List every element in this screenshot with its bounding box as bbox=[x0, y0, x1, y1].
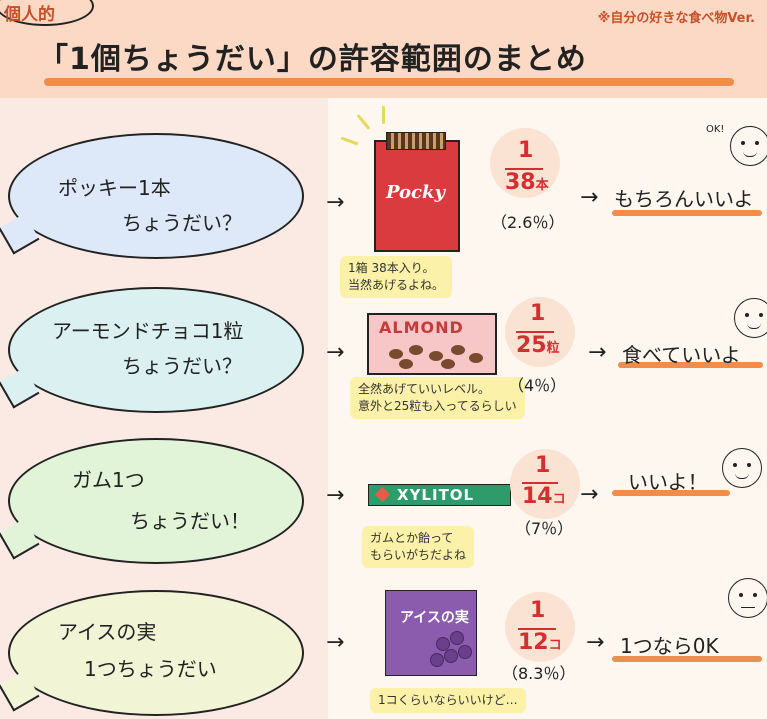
fraction-numerator: 1 bbox=[535, 453, 551, 478]
ok-tag: OK! bbox=[706, 124, 725, 135]
face-icon bbox=[722, 448, 762, 488]
fraction-denominator: 38本 bbox=[505, 170, 549, 195]
pocky-sticks bbox=[386, 132, 446, 150]
fraction-denominator: 12コ bbox=[518, 630, 562, 655]
speech-bubble-pocky bbox=[0, 133, 304, 259]
header: 個人的 ※自分の好きな食べ物Ver. 「1個ちょうだい」の許容範囲のまとめ bbox=[0, 0, 767, 98]
note-ice: 1コくらいならいいけど… bbox=[370, 688, 526, 713]
denominator-unit: コ bbox=[548, 638, 562, 653]
arrow-icon: → bbox=[326, 630, 345, 655]
answer-text: 1つなら0K bbox=[620, 634, 719, 658]
header-badge: 個人的 bbox=[4, 5, 55, 25]
request-line: アイスの実 bbox=[58, 620, 157, 644]
answer-underline bbox=[612, 490, 730, 496]
denominator-unit: 粒 bbox=[546, 341, 560, 356]
face-icon bbox=[730, 126, 767, 166]
arrow-icon: → bbox=[580, 482, 599, 507]
xylitol-pack: XYLITOL bbox=[368, 484, 511, 506]
arrow-icon: → bbox=[586, 630, 605, 655]
speech-bubble-almond bbox=[0, 287, 304, 413]
denominator-unit: 本 bbox=[535, 178, 549, 193]
arrow-icon: → bbox=[326, 483, 345, 508]
ice-logo: アイスの実 bbox=[400, 610, 469, 626]
request-line: ポッキー1本 bbox=[58, 176, 171, 200]
answer-underline bbox=[618, 362, 763, 368]
answer-underline bbox=[612, 210, 762, 216]
speech-bubble-ice bbox=[0, 590, 304, 716]
answer-text: もちろんいいよ bbox=[614, 187, 754, 211]
sparkle-icon bbox=[382, 106, 385, 124]
note-line: 当然あげるよね。 bbox=[348, 278, 445, 292]
face-icon bbox=[728, 578, 767, 618]
fraction-denominator: 25粒 bbox=[516, 333, 560, 358]
fraction-bar bbox=[522, 482, 558, 484]
percent-label: （4％） bbox=[508, 376, 567, 395]
note-line: ガムとか飴って bbox=[370, 531, 454, 545]
sparkle-icon bbox=[340, 136, 359, 146]
fraction-bg bbox=[490, 128, 560, 198]
ice-no-mi-box: アイスの実 bbox=[385, 590, 477, 676]
arrow-icon: → bbox=[326, 340, 345, 365]
arrow-icon: → bbox=[588, 340, 607, 365]
percent-label: （8.3％） bbox=[502, 664, 576, 683]
header-note: ※自分の好きな食べ物Ver. bbox=[597, 11, 755, 26]
request-line: ちょうだい！ bbox=[130, 509, 250, 533]
denominator-unit: コ bbox=[552, 492, 566, 507]
denominator-value: 38 bbox=[505, 170, 536, 195]
request-line: ちょうだい？ bbox=[122, 211, 242, 235]
sparkle-icon bbox=[356, 114, 371, 130]
fraction-numerator: 1 bbox=[518, 138, 534, 163]
almond-box: ALMOND bbox=[367, 313, 497, 375]
fraction-bar bbox=[516, 331, 554, 333]
pocky-box: Pocky bbox=[374, 132, 460, 252]
xylitol-diamond-icon bbox=[374, 486, 391, 503]
fraction-bg bbox=[510, 449, 580, 519]
request-line: アーモンドチョコ1粒 bbox=[52, 319, 244, 343]
percent-label: （7％） bbox=[515, 519, 574, 538]
answer-underline bbox=[612, 656, 762, 662]
denominator-value: 14 bbox=[522, 484, 553, 509]
note-gum: ガムとか飴って もらいがちだよね bbox=[362, 526, 475, 568]
note-almond: 全然あげていいレベル。 意外と25粒も入ってるらしい bbox=[350, 377, 525, 419]
arrow-icon: → bbox=[580, 185, 599, 210]
xylitol-logo: XYLITOL bbox=[397, 486, 475, 504]
fraction-numerator: 1 bbox=[530, 301, 546, 326]
pocky-logo: Pocky bbox=[386, 182, 445, 203]
note-pocky: 1箱 38本入り。 当然あげるよね。 bbox=[340, 256, 453, 298]
request-line: 1つちょうだい bbox=[84, 657, 217, 681]
fraction-bar bbox=[518, 628, 556, 630]
fraction-numerator: 1 bbox=[530, 598, 546, 623]
percent-label: （2.6％） bbox=[491, 213, 565, 232]
answer-text: いいよ！ bbox=[628, 470, 708, 494]
denominator-value: 12 bbox=[518, 630, 549, 655]
note-line: 1箱 38本入り。 bbox=[348, 261, 435, 275]
note-line: 全然あげていいレベル。 bbox=[358, 382, 491, 396]
answer-text: 食べていいよ bbox=[622, 343, 741, 367]
fraction-bar bbox=[505, 168, 543, 170]
speech-bubble-gum bbox=[0, 438, 304, 564]
arrow-icon: → bbox=[326, 190, 345, 215]
face-icon bbox=[734, 298, 767, 338]
almond-logo: ALMOND bbox=[379, 318, 464, 337]
denominator-value: 25 bbox=[516, 333, 547, 358]
fraction-denominator: 14コ bbox=[522, 484, 566, 509]
page-title: 「1個ちょうだい」の許容範囲のまとめ bbox=[38, 42, 587, 77]
title-underline bbox=[44, 78, 734, 86]
request-line: ガム1つ bbox=[72, 468, 145, 492]
note-line: 意外と25粒も入ってるらしい bbox=[358, 399, 517, 413]
request-line: ちょうだい？ bbox=[122, 354, 242, 378]
note-line: もらいがちだよね bbox=[370, 548, 467, 562]
fraction-bg bbox=[505, 592, 575, 662]
